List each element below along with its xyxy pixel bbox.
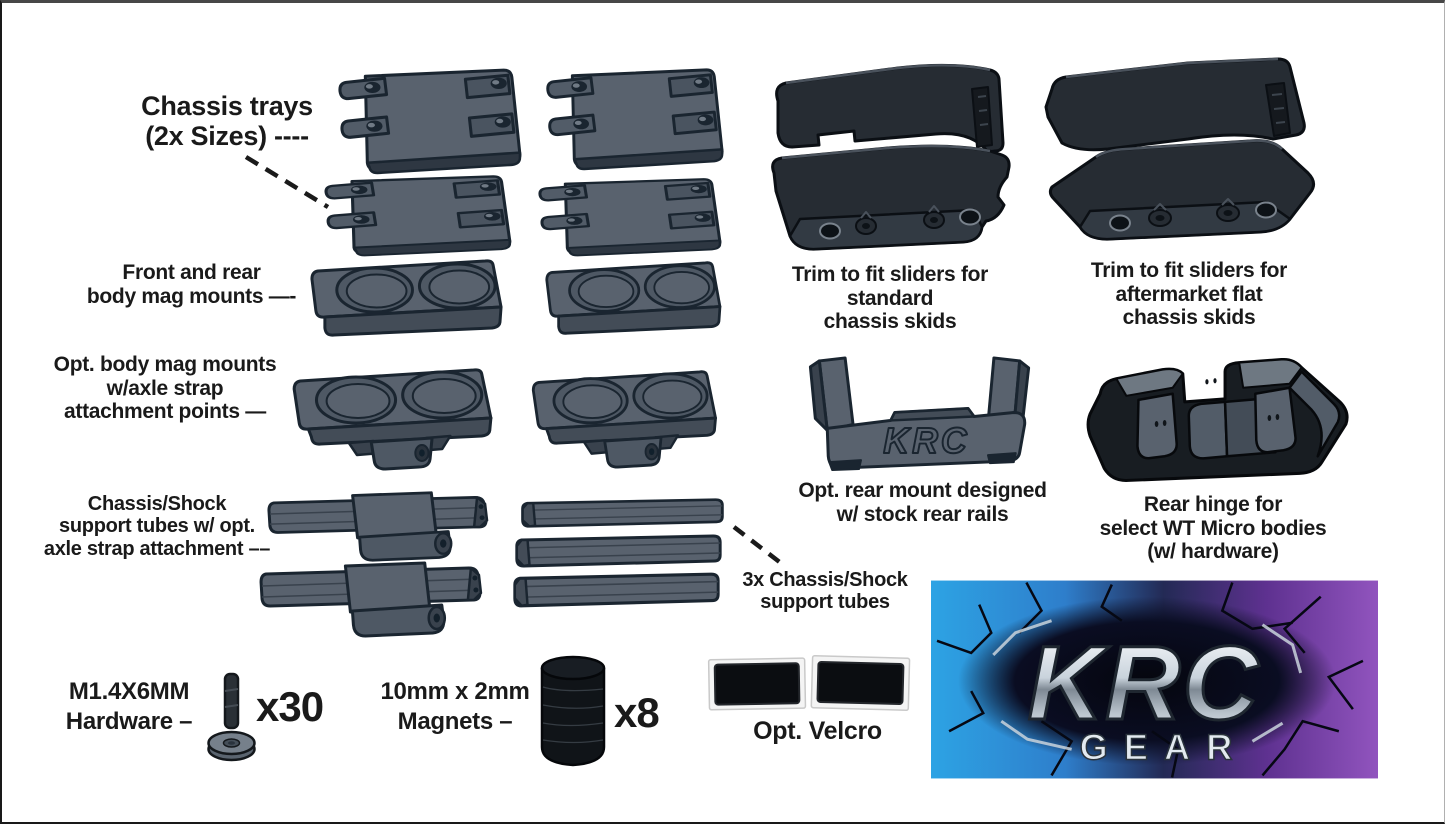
chassis-tray-large-2 [542, 63, 728, 171]
connector-dashed-line-2 [732, 525, 788, 569]
body-mag-mount-2 [534, 261, 730, 337]
front-rear-mag-mounts-label: Front and rear body mag mounts —- [86, 261, 297, 308]
velcro-label: Opt. Velcro [753, 717, 882, 745]
logo-brand-text: KRC [1028, 625, 1260, 742]
logo-sub-text: GEAR [1080, 726, 1249, 767]
rear-mount: KRC [808, 356, 1031, 472]
rear-mount-emboss: KRC [883, 421, 969, 461]
rear-hinge [1086, 357, 1349, 482]
slider-standard [771, 63, 1011, 251]
connector-dashed-line [244, 155, 330, 209]
hardware-label: M1.4X6MM Hardware – [65, 678, 193, 735]
tube-assembly-2 [248, 559, 494, 639]
magnets-label: 10mm x 2mm Magnets – [380, 678, 530, 735]
rear-hinge-label: Rear hinge for select WT Micro bodies (w… [1099, 493, 1327, 564]
screw-icon [207, 672, 256, 762]
opt-mag-mount-strap-1 [282, 367, 500, 471]
chassis-tray-large-1 [334, 63, 526, 175]
opt-mag-mounts-label: Opt. body mag mounts w/axle strap attach… [53, 353, 277, 424]
opt-mag-mount-strap-2 [522, 369, 724, 469]
velcro-strips [707, 655, 911, 711]
magnets-count: x8 [614, 689, 660, 736]
body-mag-mount-1 [298, 259, 512, 339]
chassis-tray-small-1 [320, 171, 516, 257]
magnet-stack-icon [540, 655, 606, 767]
krc-gear-logo: KRC GEAR [931, 580, 1378, 779]
hardware-count: x30 [256, 683, 324, 730]
rear-mount-label: Opt. rear mount designed w/ stock rear r… [798, 479, 1047, 526]
support-tube-3 [506, 571, 726, 609]
tube-assembly-1 [256, 489, 500, 563]
support-tube-2 [508, 533, 728, 569]
support-tube-1 [514, 497, 730, 529]
slider-aftermarket [1044, 57, 1315, 241]
support-tubes-3x-label: 3x Chassis/Shock support tubes [742, 569, 908, 614]
chassis-trays-label: Chassis trays (2x Sizes) ---- [141, 91, 313, 152]
slider-aftermarket-label: Trim to fit sliders for aftermarket flat… [1090, 259, 1288, 330]
support-tubes-opt-label: Chassis/Shock support tubes w/ opt. axle… [43, 493, 271, 560]
chassis-tray-small-2 [534, 174, 726, 257]
slider-standard-label: Trim to fit sliders for standard chassis… [791, 263, 989, 334]
